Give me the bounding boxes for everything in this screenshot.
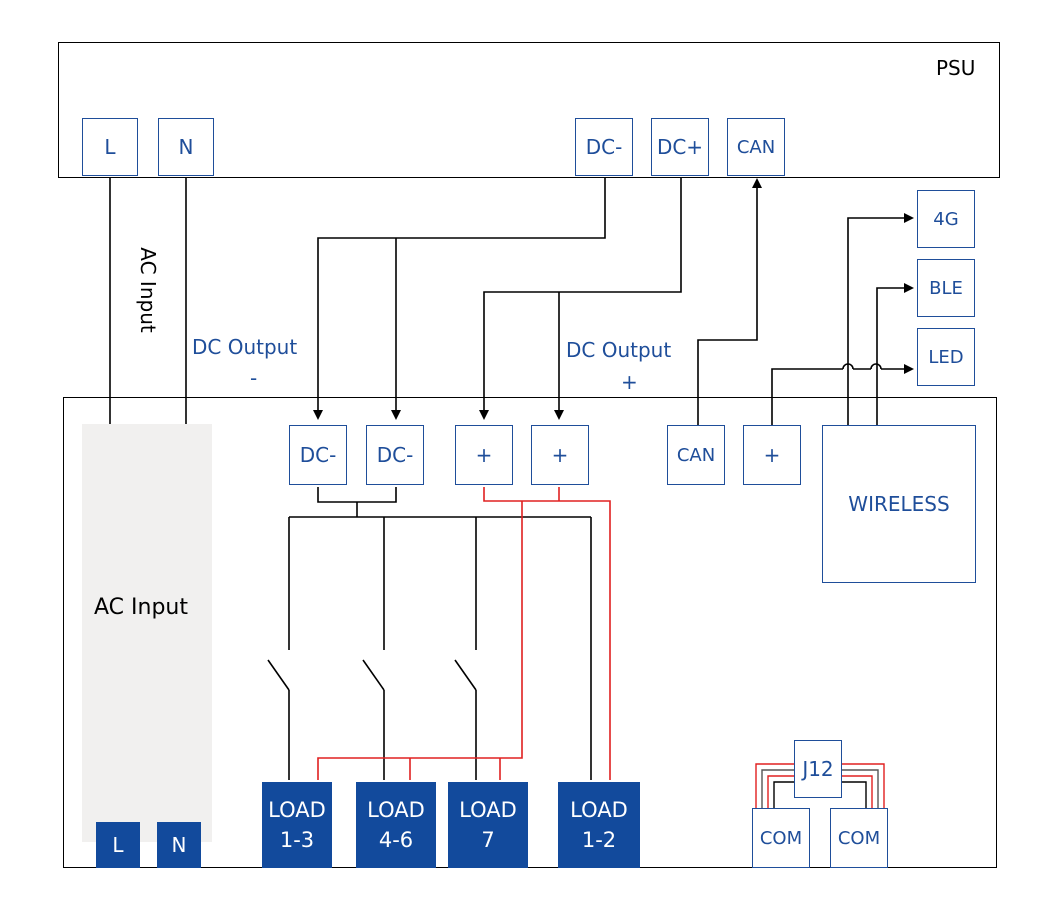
psu-terminal-dc-plus: DC+ <box>651 118 709 176</box>
positive-bus <box>483 487 611 780</box>
psu-terminal-can: CAN <box>727 118 785 176</box>
wireless-module: WIRELESS <box>822 425 976 583</box>
switch-3 <box>454 659 477 691</box>
psu-terminal-l: L <box>82 118 138 176</box>
switch-1 <box>267 659 290 691</box>
controller-frame <box>63 397 997 868</box>
ac-input-vertical-label: AC Input <box>136 247 160 333</box>
ac-terminal-n: N <box>157 822 201 868</box>
psu-terminal-n: N <box>158 118 214 176</box>
psu-frame <box>58 42 1000 178</box>
load-4-6: LOAD 4-6 <box>356 782 436 868</box>
dc-plus-wire <box>479 177 682 420</box>
ac-input-panel-label: AC Input <box>94 595 188 620</box>
connector-j12: J12 <box>794 740 842 798</box>
ac-input-panel <box>82 424 212 842</box>
dc-output-minus-label: DC Output <box>192 335 298 359</box>
controller-dc-minus-1: DC- <box>289 425 347 485</box>
module-ble: BLE <box>917 259 975 317</box>
wire-ble <box>876 283 914 425</box>
load-1-2: LOAD 1-2 <box>558 782 640 868</box>
controller-can: CAN <box>667 425 725 485</box>
controller-plus-1: + <box>455 425 513 485</box>
controller-dc-minus-2: DC- <box>366 425 424 485</box>
psu-title: PSU <box>936 56 976 80</box>
module-led: LED <box>917 328 975 386</box>
switch-2 <box>362 659 385 691</box>
load-1-3: LOAD 1-3 <box>262 782 332 868</box>
dc-output-plus-sign: + <box>621 370 638 394</box>
module-4g: 4G <box>917 190 975 248</box>
wire-4g <box>847 213 914 425</box>
led-wire <box>771 368 843 425</box>
psu-terminal-dc-minus: DC- <box>575 118 633 176</box>
can-wire <box>697 178 762 425</box>
load-7: LOAD 7 <box>448 782 528 868</box>
controller-plus-2: + <box>531 425 589 485</box>
com-port-1: COM <box>752 808 810 868</box>
ac-terminal-l: L <box>96 822 140 868</box>
controller-plus-3: + <box>743 425 801 485</box>
dc-minus-wire <box>313 177 606 420</box>
com-port-2: COM <box>830 808 888 868</box>
dc-output-minus-sign: - <box>250 366 258 390</box>
dc-output-plus-label: DC Output <box>566 338 672 362</box>
